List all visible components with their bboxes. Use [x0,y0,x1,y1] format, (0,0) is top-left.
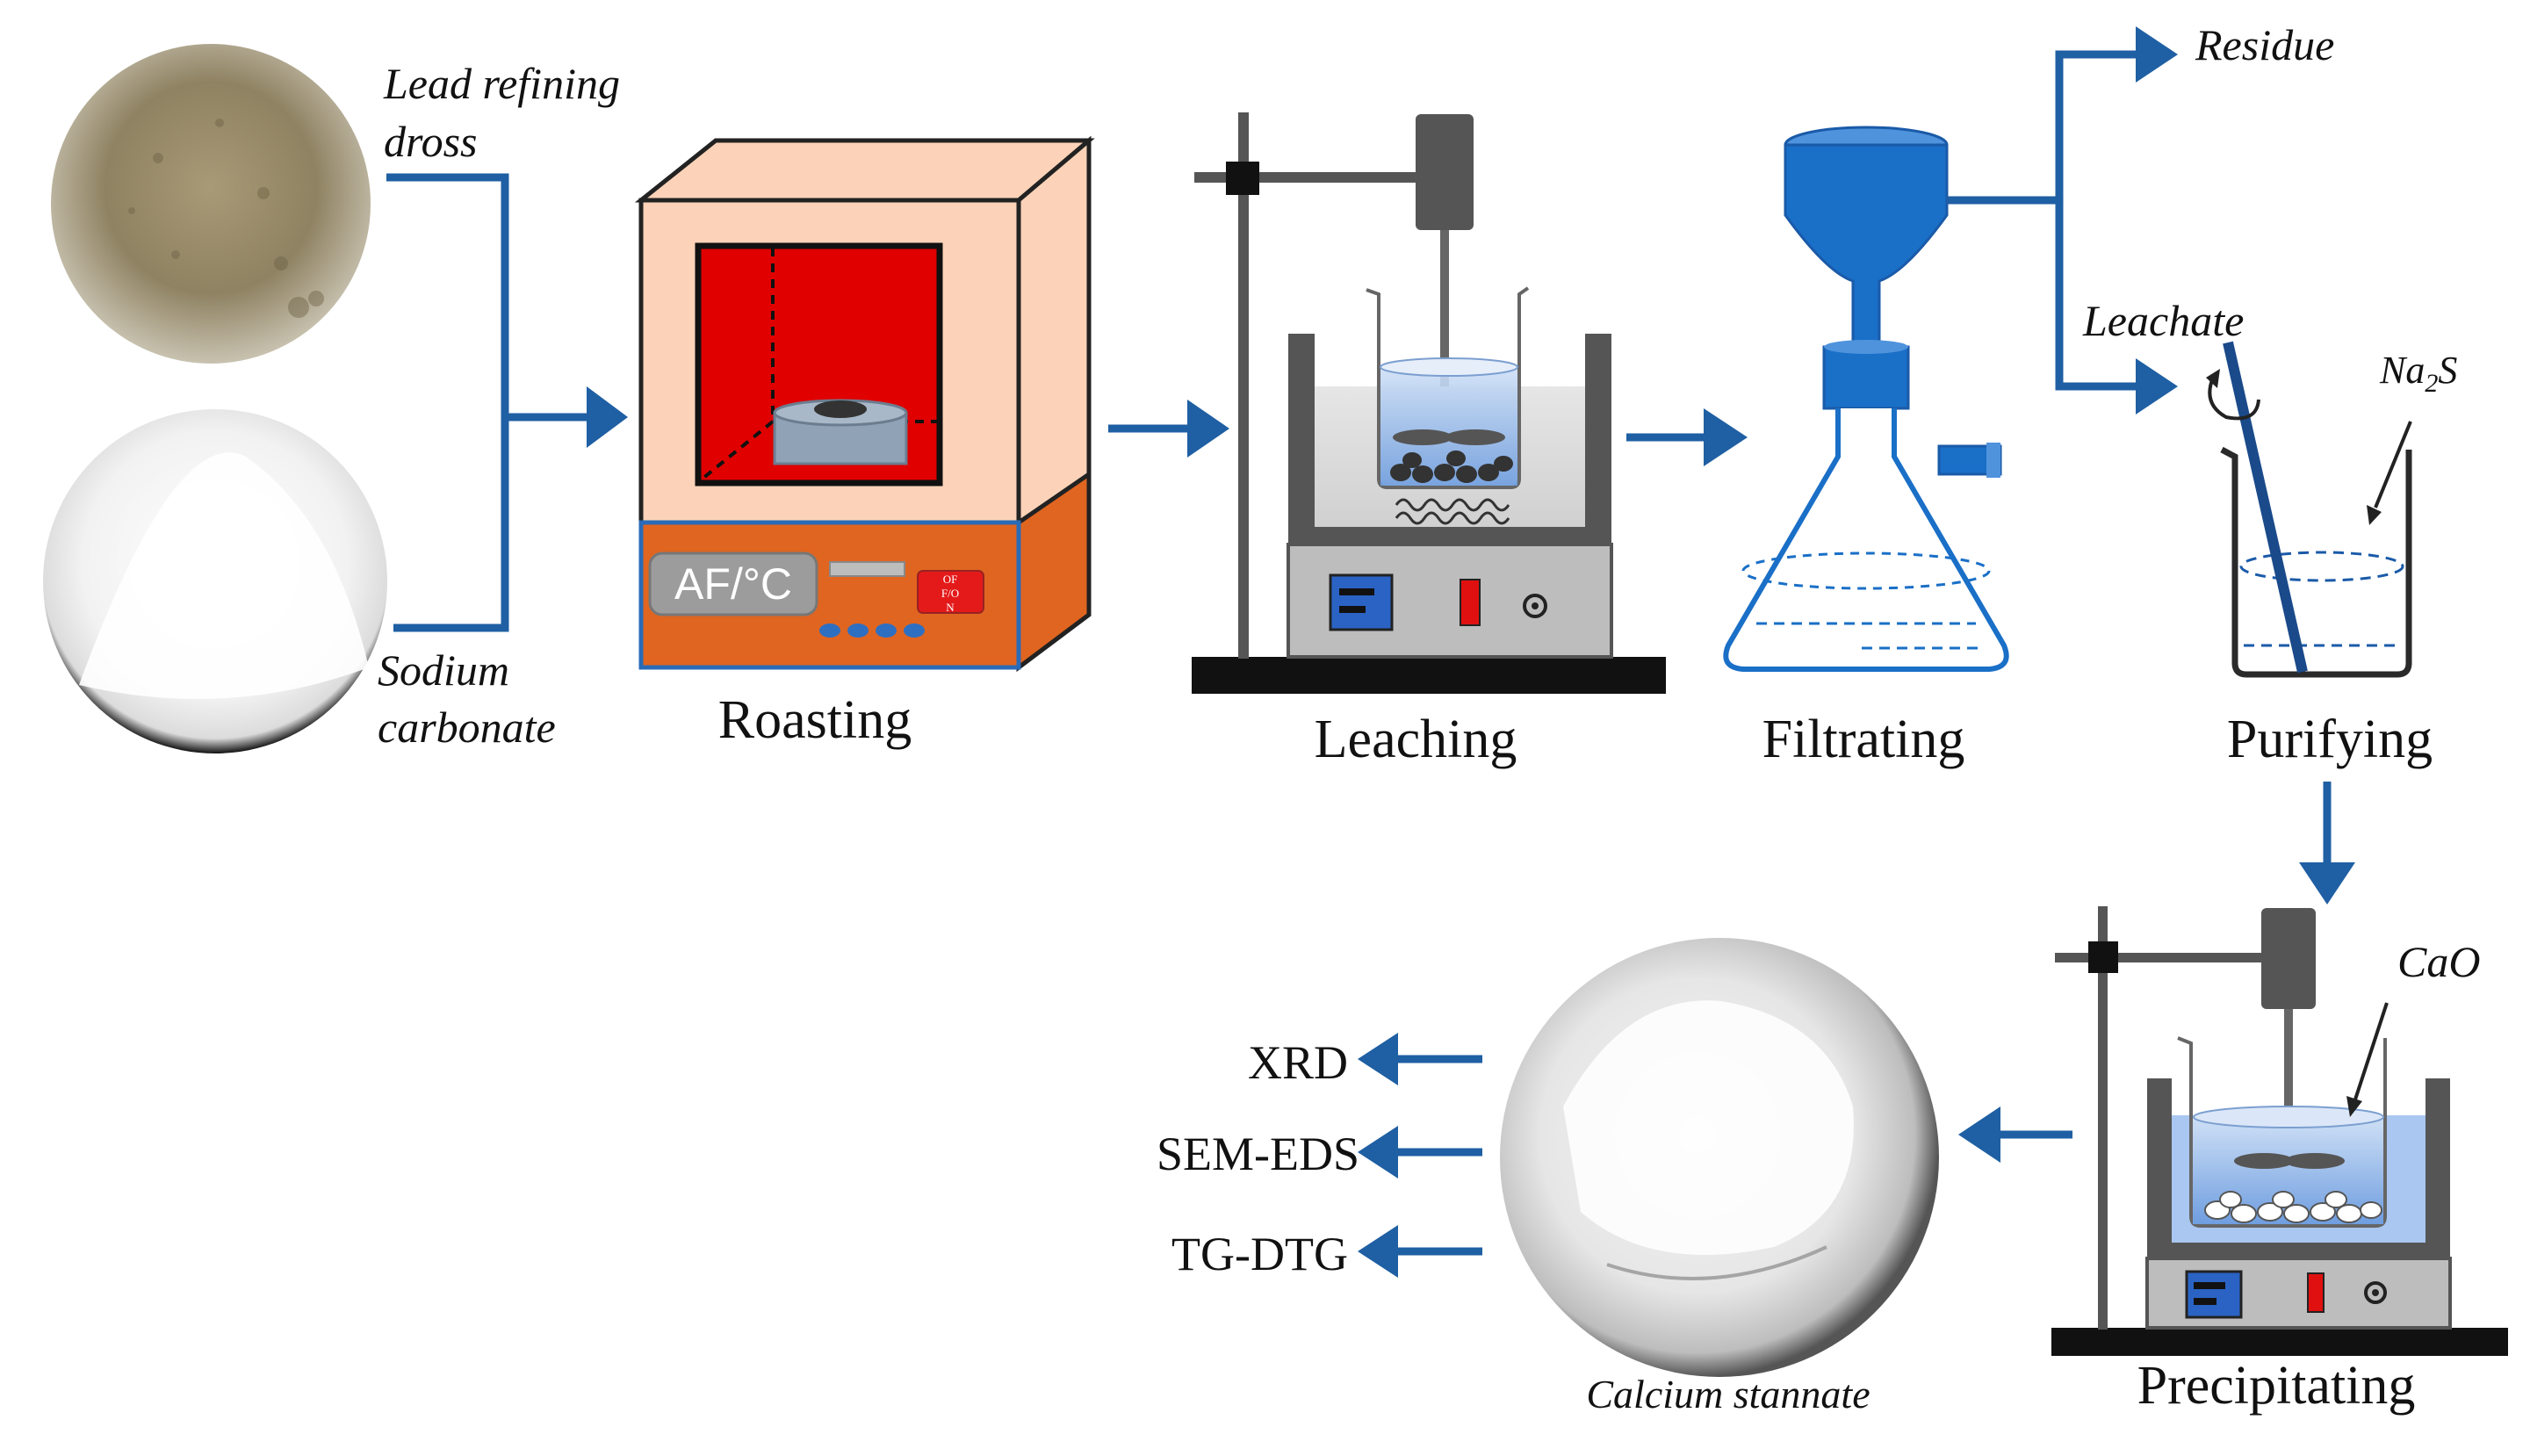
leaching-display [1329,573,1394,631]
switch-text-bot: N [946,601,955,614]
step-label-purifying: Purifying [2227,710,2433,769]
product-label: Calcium stannate [1586,1372,1870,1416]
leachate-label: Leachate [2082,296,2244,345]
heating-coil [1395,498,1510,525]
dross-label-line2: dross [384,117,478,166]
leaching-apparatus [1192,112,1666,694]
na2s-subscript: 2 [2425,369,2438,398]
analysis-xrd: XRD [1248,1036,1348,1089]
furnace-slot [829,561,905,577]
filtration-apparatus [1723,126,2009,672]
sodium-label-line2: carbonate [378,703,556,752]
analysis-sem-eds: SEM-EDS [1157,1128,1359,1180]
arrow-to-filtrating [1704,408,1748,466]
precipitating-switch [2307,1272,2325,1313]
crucible [773,399,908,465]
precipitating-knob [2364,1281,2387,1304]
temperature-display [648,551,818,616]
analysis-tg-dtg: TG-DTG [1171,1228,1348,1280]
purifying-beaker [2206,341,2412,678]
residue-label: Residue [2195,20,2334,69]
na2s-tail: S [2438,349,2457,392]
calcium-stannate-photo [1500,938,1939,1377]
arrow-to-leachate [2136,358,2178,414]
leaching-switch [1460,579,1481,626]
leaching-particles [1390,450,1513,483]
cao-label: CaO [2397,937,2480,986]
step-label-roasting: Roasting [718,690,912,750]
precipitate-particles [2204,1191,2382,1223]
temperature-display-text: AF/°C [674,559,792,609]
sodium-label-line1: Sodium [378,645,509,695]
dross-label-line1: Lead refining [383,59,620,108]
switch-text-top: OF [943,573,958,586]
lead-dross-photo [51,44,371,364]
furnace-buttons [819,623,925,638]
step-label-leaching: Leaching [1315,710,1517,769]
power-switch [917,570,984,614]
leaching-knob [1523,594,1547,618]
step-label-precipitating: Precipitating [2137,1356,2416,1416]
precipitating-display [2185,1270,2243,1319]
arrow-to-precipitating [2299,862,2355,905]
analysis-arrows [1358,1033,1482,1278]
na2s-label: Na2S [2379,349,2457,398]
roasting-furnace: AF/°C OF F/O N [634,135,1095,672]
input-merge-connector [386,173,587,632]
arrow-to-leaching [1187,400,1229,458]
split-connector [1947,50,2138,391]
arrow-to-residue [2136,26,2178,83]
sodium-carbonate-photo [43,409,387,753]
precipitating-apparatus [2051,906,2508,1356]
arrow-to-roasting [587,386,628,448]
arrow-to-product [1958,1106,2000,1163]
na2s-main: Na [2379,349,2425,392]
step-label-filtrating: Filtrating [1762,710,1965,769]
switch-text-mid: F/O [941,587,959,600]
